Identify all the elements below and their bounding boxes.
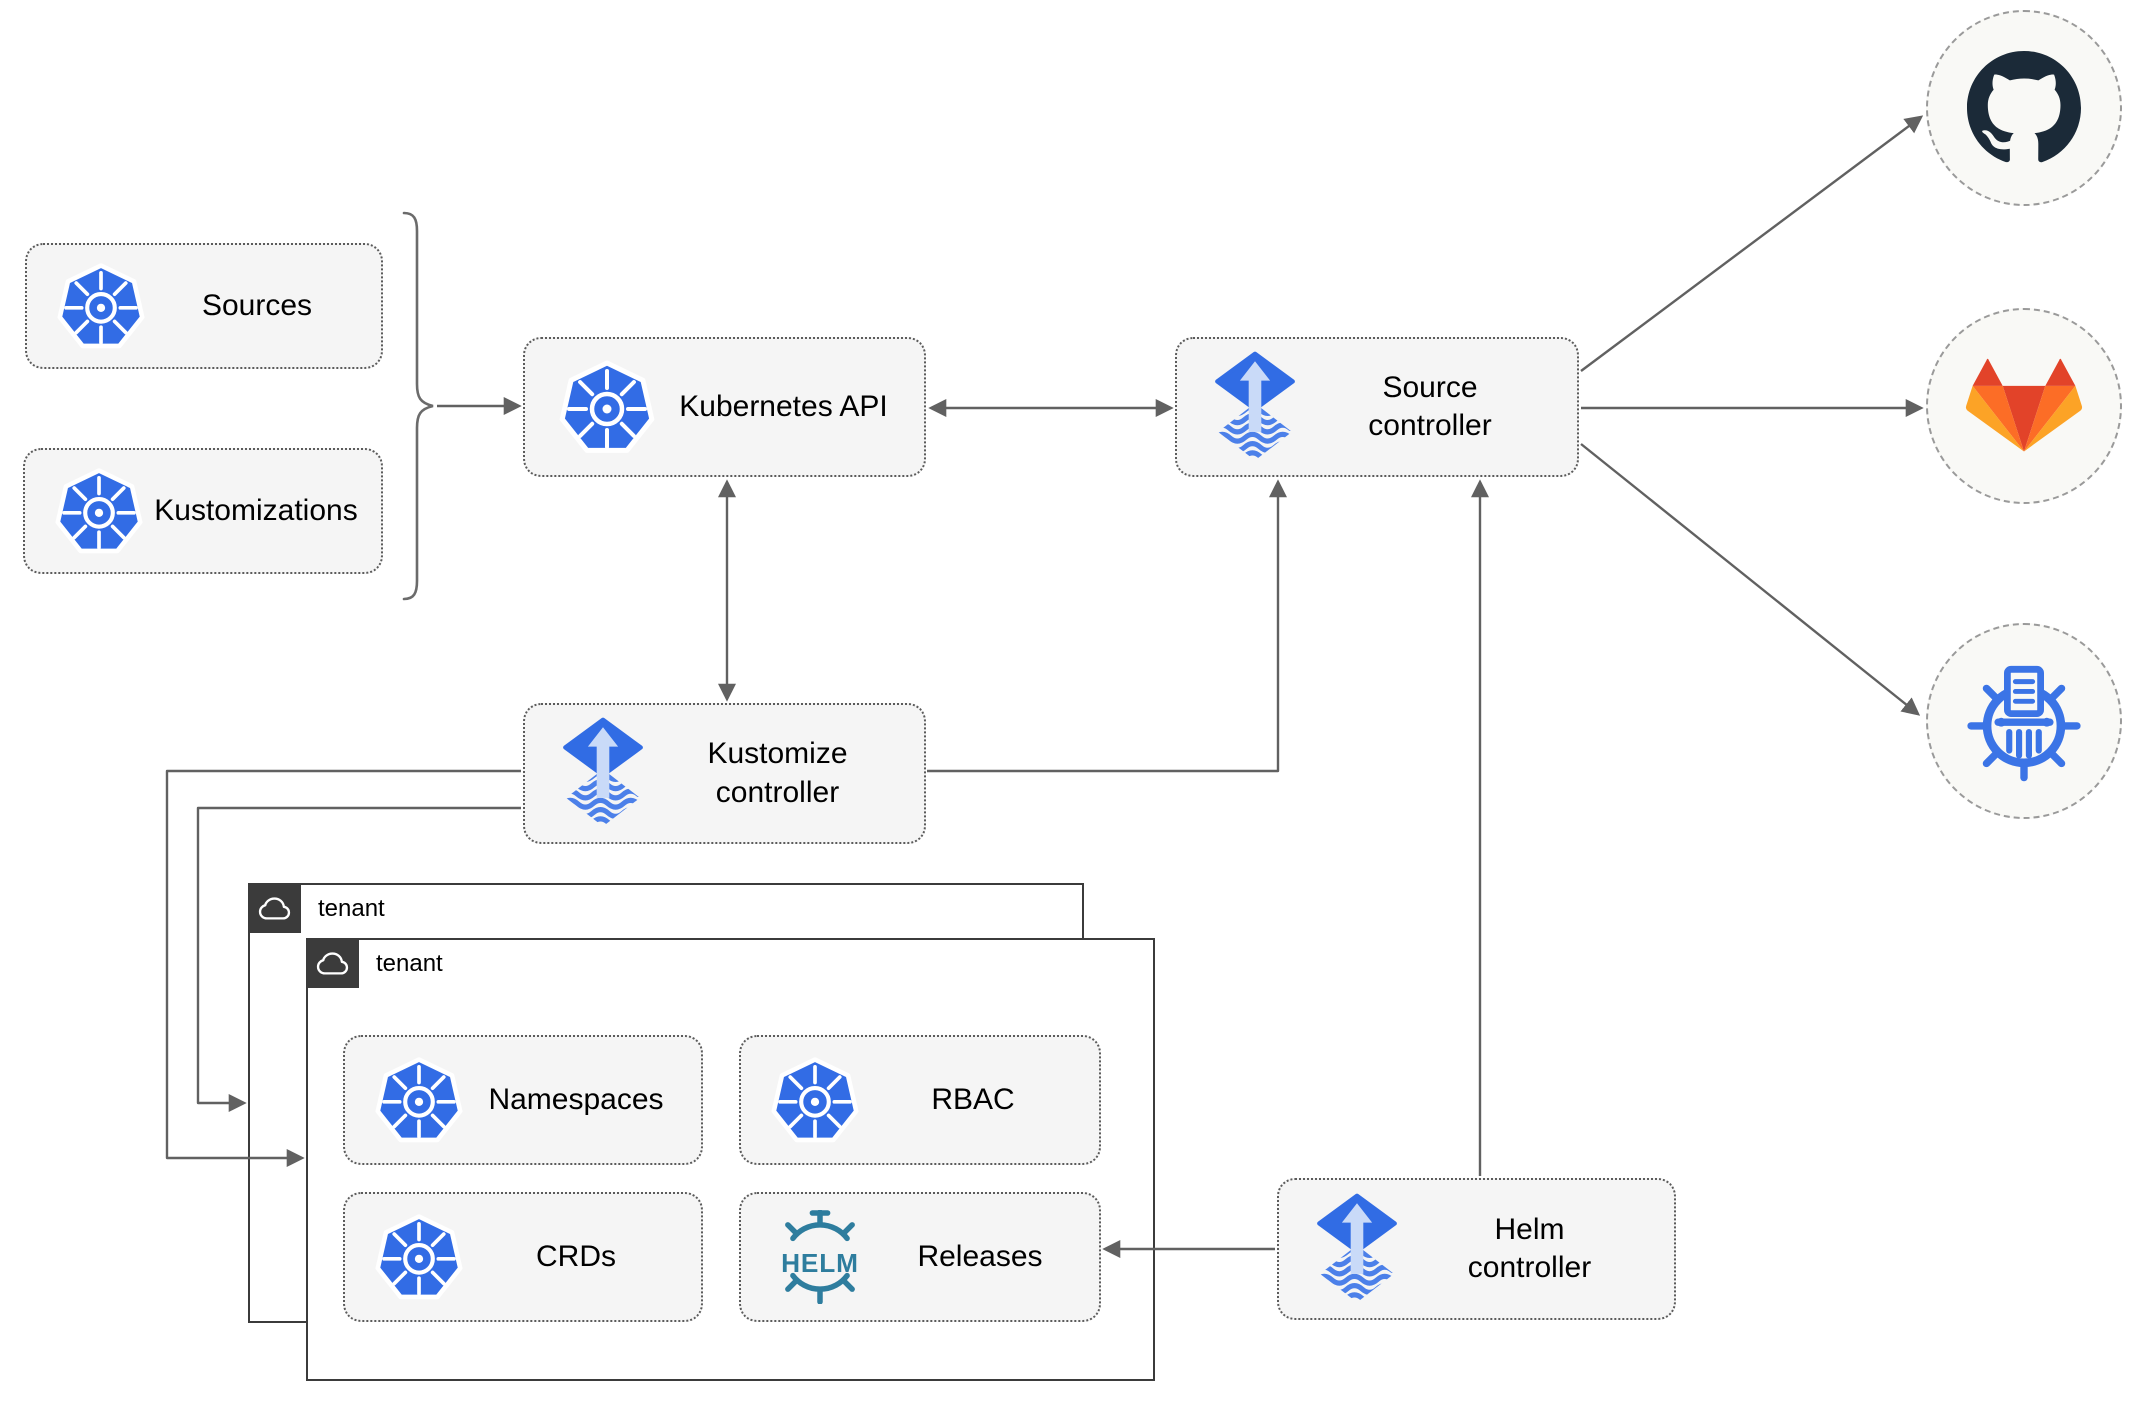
- node-source-controller: Source controller: [1175, 337, 1579, 477]
- edge-kustomize-controller-to-source-controller: [927, 479, 1287, 773]
- kubernetes-icon: [373, 1211, 465, 1303]
- kubernetes-icon: [53, 465, 145, 557]
- flux-icon: [1213, 351, 1297, 464]
- node-rbac: RBAC: [739, 1035, 1101, 1165]
- kubernetes-icon: [769, 1054, 861, 1146]
- node-rbac-label: RBAC: [931, 1082, 1015, 1116]
- node-helm-controller: Helm controller: [1277, 1178, 1676, 1320]
- edge-source-controller-to-github: [1580, 115, 1924, 372]
- node-namespaces-label: Namespaces: [488, 1082, 664, 1116]
- node-helm-controller-label: Helm controller: [1467, 1212, 1592, 1284]
- flux-icon: [561, 717, 645, 830]
- github-icon: [1967, 51, 2081, 165]
- tenant-back-tag: [247, 882, 301, 933]
- node-sources: Sources: [25, 243, 383, 369]
- helm-icon: [765, 1210, 875, 1304]
- bracket-brace: [402, 211, 434, 601]
- tenant-front-label: tenant: [376, 950, 443, 977]
- external-github: [1926, 10, 2122, 206]
- node-sources-label: Sources: [201, 288, 313, 322]
- node-releases-label: Releases: [917, 1239, 1043, 1273]
- cloud-icon: [316, 949, 349, 977]
- node-kustomizations-label: Kustomizations: [154, 493, 358, 527]
- node-kustomize-controller: Kustomize controller: [523, 703, 926, 844]
- node-kubernetes-api: Kubernetes API: [523, 337, 926, 477]
- flux-icon: [1315, 1193, 1399, 1306]
- node-source-controller-label: Source controller: [1368, 370, 1492, 442]
- node-crds-label: CRDs: [536, 1239, 616, 1273]
- kubernetes-icon: [373, 1054, 465, 1146]
- tenant-back-label: tenant: [318, 895, 385, 922]
- node-crds: CRDs: [343, 1192, 703, 1322]
- external-gitlab: [1926, 308, 2122, 504]
- edge-source-controller-to-chartmuseum: [1580, 443, 1921, 716]
- gitlab-icon: [1961, 358, 2087, 454]
- external-chartmuseum: [1926, 623, 2122, 819]
- cloud-icon: [258, 894, 291, 922]
- node-kustomize-controller-label: Kustomize controller: [707, 737, 848, 809]
- kubernetes-icon: [557, 357, 657, 457]
- node-kubernetes-api-label: Kubernetes API: [679, 389, 888, 423]
- node-namespaces: Namespaces: [343, 1035, 703, 1165]
- kubernetes-icon: [55, 260, 147, 352]
- chartmuseum-icon: [1962, 657, 2086, 785]
- node-releases: Releases: [739, 1192, 1101, 1322]
- tenant-front-tag: [305, 937, 359, 988]
- node-kustomizations: Kustomizations: [23, 448, 383, 574]
